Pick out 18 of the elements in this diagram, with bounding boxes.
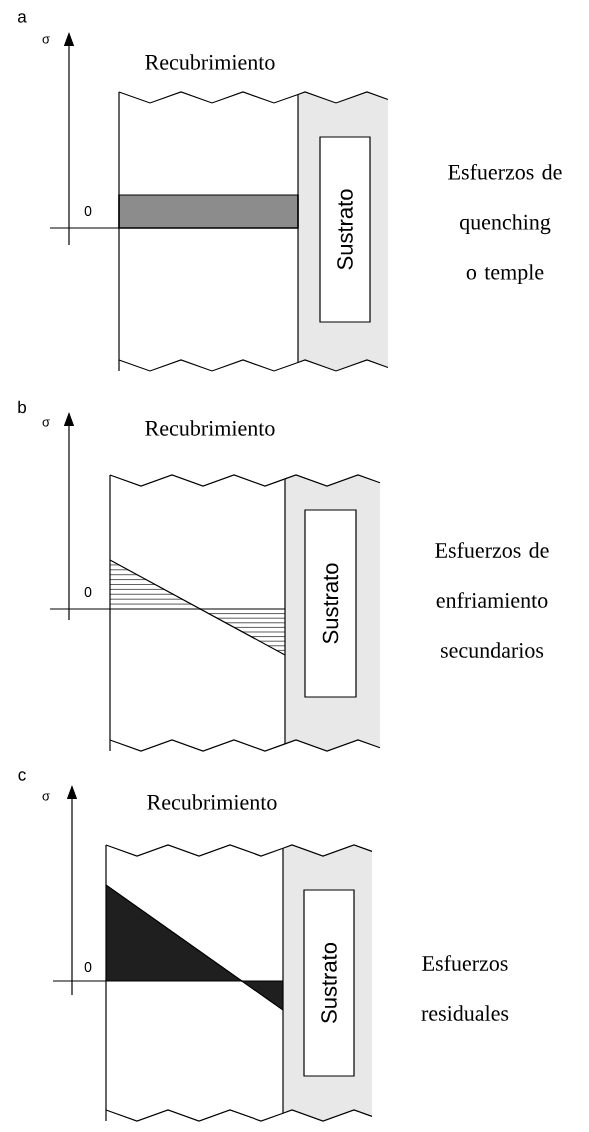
substrate-box: Sustrato <box>303 889 355 1077</box>
substrate-box: Sustrato <box>319 136 371 323</box>
layer-heading: Recubrimiento <box>147 794 277 810</box>
stress-caption: Esfuerzos de quenching o temple <box>448 163 562 285</box>
layer-heading: Recubrimiento <box>145 54 275 70</box>
stress-caption: Esfuerzos de enfriamiento secundarios <box>435 542 549 658</box>
panel-letter: b <box>18 400 26 414</box>
zero-label: 0 <box>84 962 92 972</box>
zero-label: 0 <box>84 587 92 597</box>
panel-letter: c <box>18 771 26 781</box>
substrate-box: Sustrato <box>304 509 357 698</box>
layer-heading: Recubrimiento <box>145 420 275 436</box>
axis-label: σ <box>42 793 50 801</box>
zero-label: 0 <box>84 206 92 216</box>
stress-caption: Esfuerzos residuales <box>421 955 509 1021</box>
panel-letter: a <box>18 13 27 23</box>
axis-label: σ <box>42 36 50 44</box>
axis-label: σ <box>42 419 50 427</box>
